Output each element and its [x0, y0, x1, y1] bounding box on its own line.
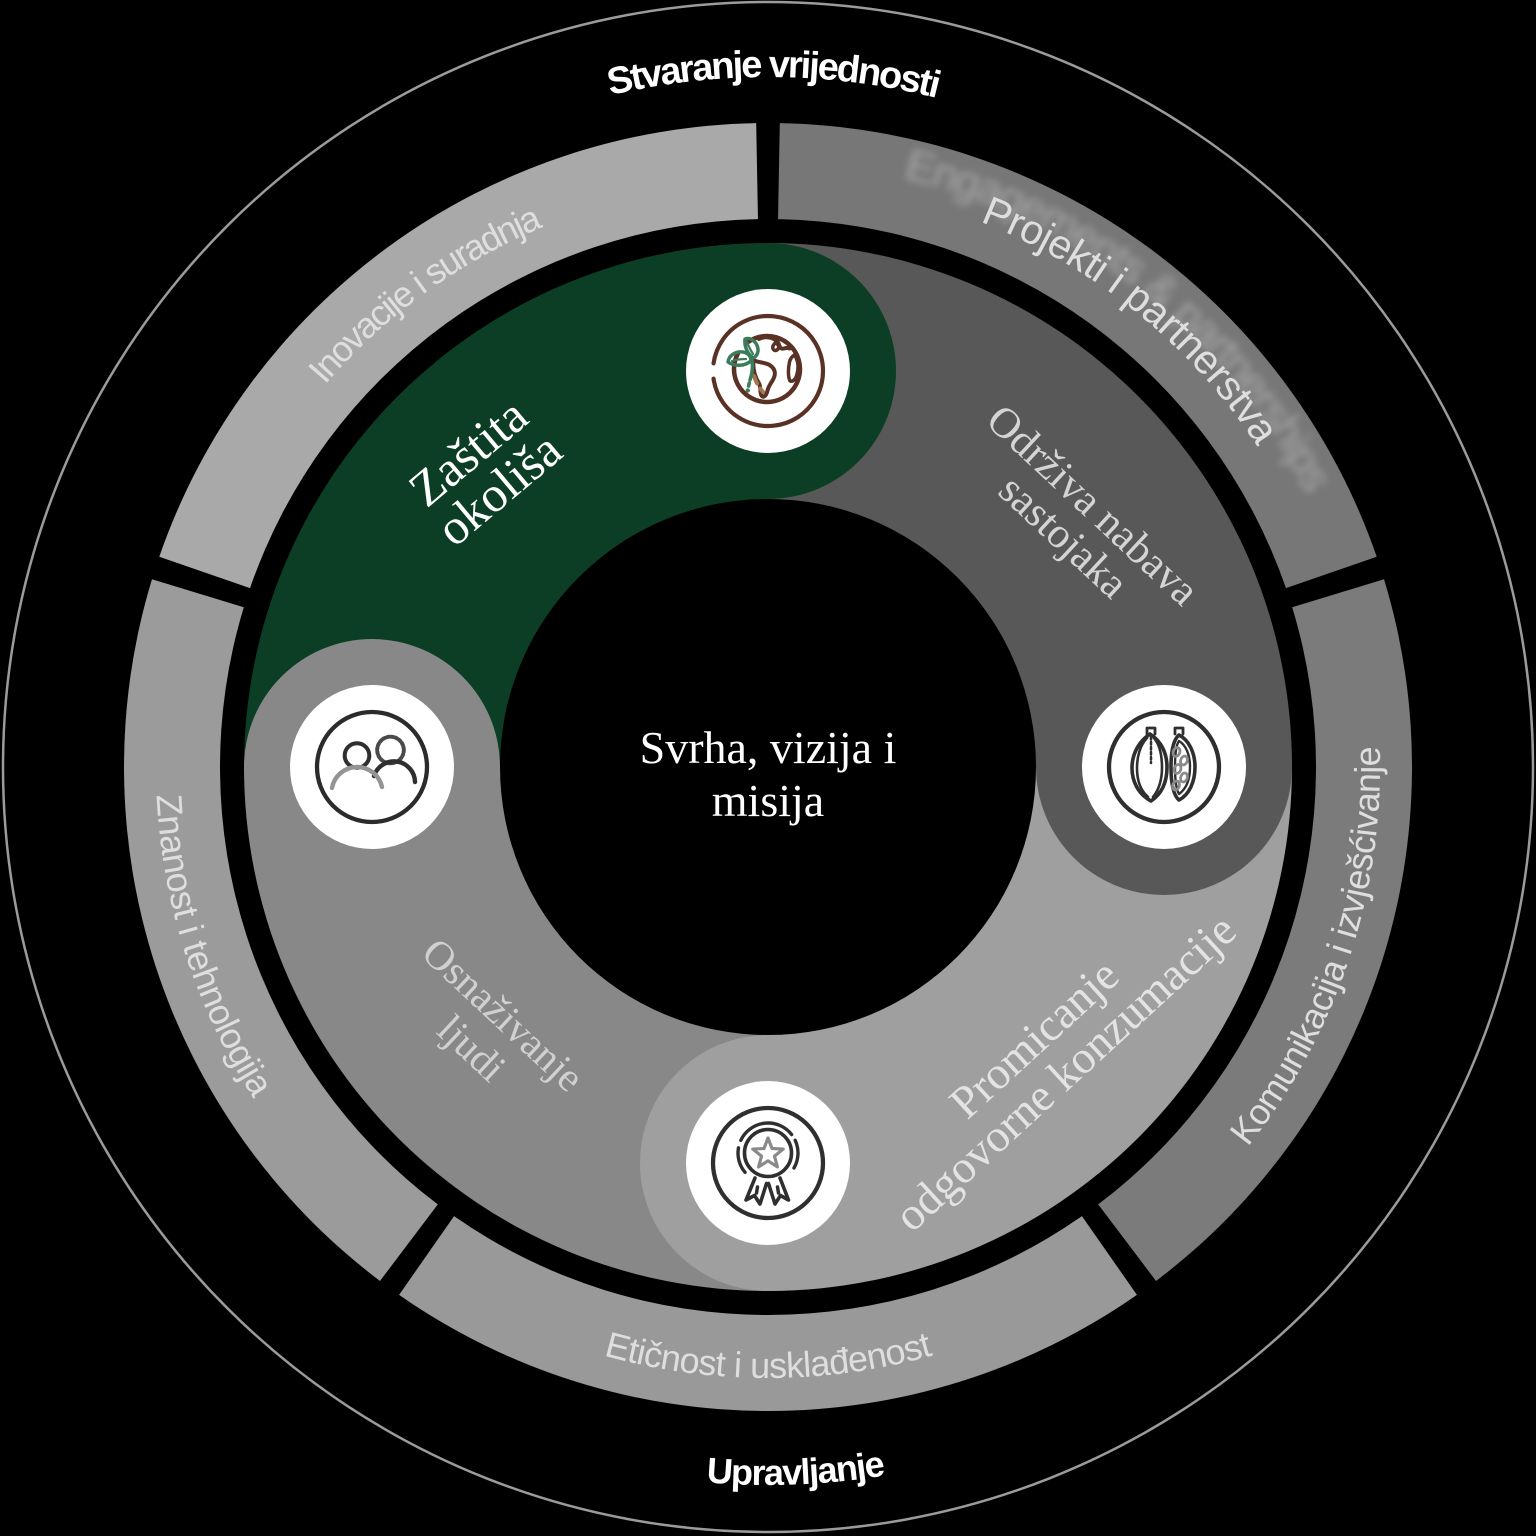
svg-text:misija: misija: [712, 775, 824, 826]
svg-text:Svrha, vizija i: Svrha, vizija i: [640, 722, 897, 773]
